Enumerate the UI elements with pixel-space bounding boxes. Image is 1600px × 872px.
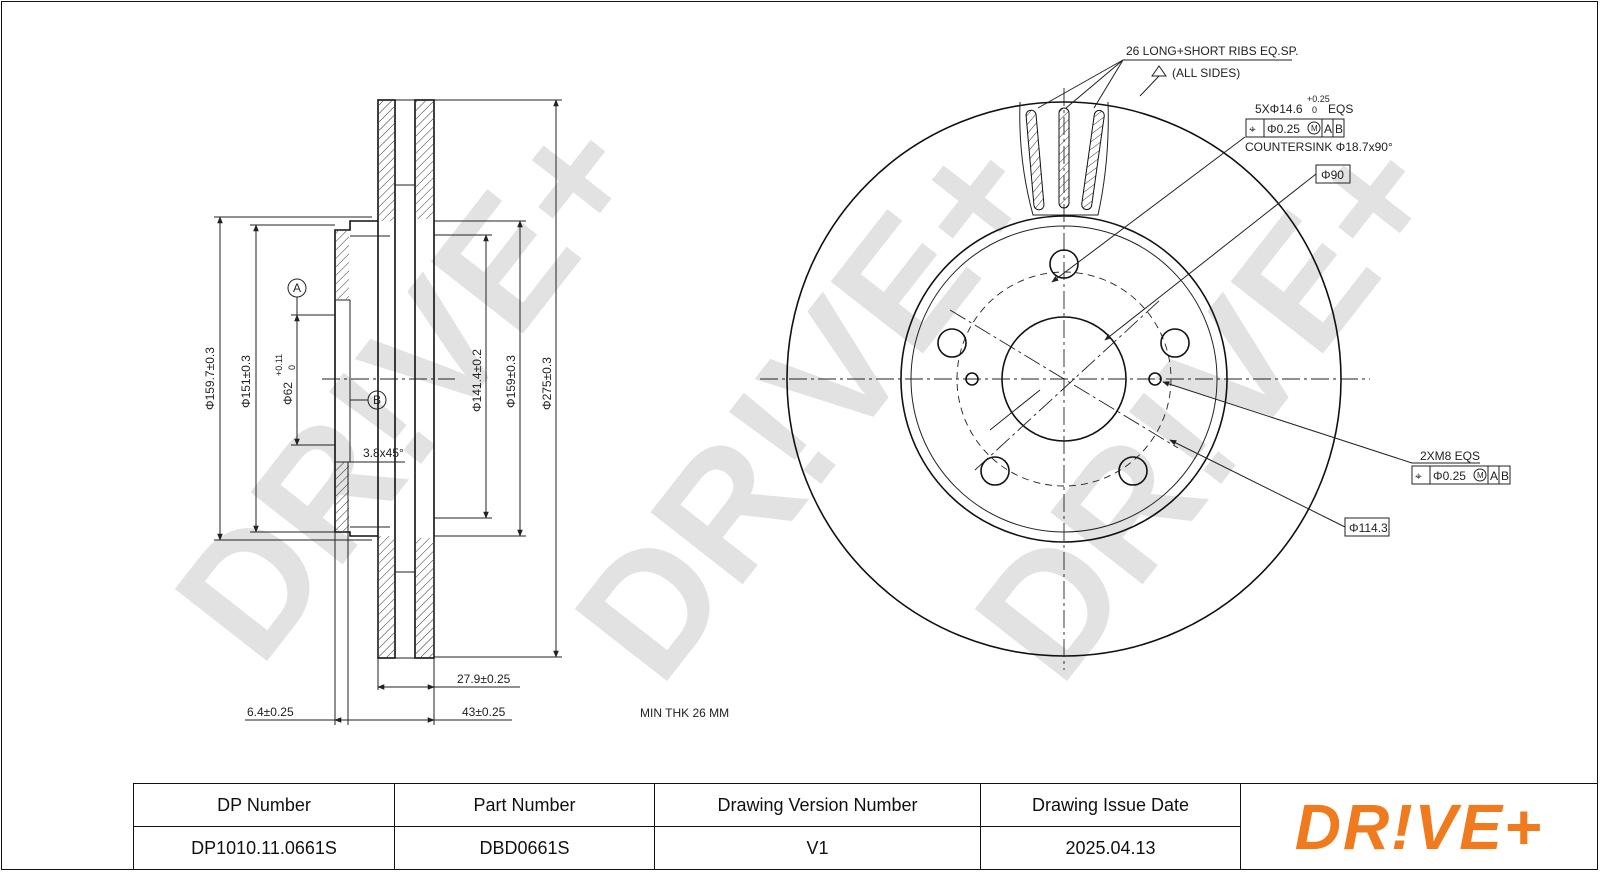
rib-slot-3 (1081, 109, 1105, 211)
dim-151-label: Φ151±0.3 (239, 355, 253, 408)
dp-number-header: DP Number (134, 784, 394, 827)
rib-slot-1 (1025, 109, 1045, 211)
dim-62-tol-upper: +0.11 (274, 354, 284, 376)
fcf1-box (1245, 118, 1345, 138)
datum-a-label: A (293, 281, 301, 295)
ribs-leader-3 (1093, 59, 1124, 109)
bolt-hole-2 (937, 328, 967, 358)
bolt-hole-5 (1118, 456, 1148, 486)
fcf2-position-symbol: ⌖ (1415, 469, 1422, 483)
dim-62-label: Φ62 (281, 382, 295, 405)
holes-tol-lower: 0 (1312, 105, 1317, 115)
rib-cutaway-outline (1019, 101, 1109, 216)
drawing-version-value: V1 (806, 837, 829, 858)
ribs-leader-2 (1065, 59, 1124, 109)
fcf2-box (1411, 465, 1511, 485)
dim-141-4-label: Φ141.4±0.2 (470, 349, 484, 412)
bolt-hole-1 (1049, 249, 1079, 279)
all-sides-symbol (1151, 65, 1167, 77)
d90-label: Φ90 (1321, 168, 1344, 182)
drawing-version-header: Drawing Version Number (655, 784, 980, 827)
dim-159-7-label: Φ159.7±0.3 (203, 347, 217, 410)
front-view: 26 LONG+SHORT RIBS EQ.SP. (ALL SIDES) 5X… (760, 44, 1511, 670)
bolt-hole-4 (980, 456, 1010, 486)
part-number-value: DBD0661S (479, 837, 570, 858)
fcf1-tolerance: Φ0.25 (1267, 122, 1300, 136)
front-center-line-diag2 (974, 299, 1161, 471)
front-center-line-diag1 (949, 309, 1179, 449)
fcf2-tolerance: Φ0.25 (1433, 469, 1466, 483)
pcd-leader (1169, 439, 1346, 528)
watermark-group: DR!VE+ DR!VE+ DR!VE+ (139, 81, 1475, 713)
holes-spec: 5XΦ14.6 (1255, 102, 1303, 116)
min-thickness-note: MIN THK 26 MM (640, 706, 729, 720)
fcf2-mmc-circle (1473, 468, 1487, 482)
side-section-view: Φ159.7±0.3 Φ151±0.3 Φ62 +0.11 0 Φ141.4±0… (203, 99, 562, 725)
brand-logo: DR!VE+ (1294, 790, 1544, 863)
inner-plate-hatch-top (416, 101, 433, 219)
issue-date-column: Drawing Issue Date 2025.04.13 (981, 784, 1241, 869)
fcf1-datum-b: B (1335, 122, 1343, 136)
thread-note: 2XM8 EQS (1420, 449, 1480, 463)
fcf2-mmc: M (1477, 471, 1484, 480)
issue-date-header: Drawing Issue Date (981, 784, 1240, 827)
logo-cell: DR!VE+ (1241, 784, 1597, 869)
feature-control-frame-1: ⌖ Φ0.25 M A B (1245, 118, 1345, 138)
issue-date-value: 2025.04.13 (1065, 837, 1156, 858)
holes-leader (1051, 136, 1246, 283)
dim-275-label: Φ275±0.3 (540, 357, 554, 410)
outer-plate-hatch-bottom (379, 536, 394, 657)
fcf1-datum-a: A (1324, 122, 1332, 136)
threaded-hole-2 (1148, 372, 1162, 386)
fcf2-datum-b: B (1501, 469, 1509, 483)
rib-slot-2 (1058, 107, 1070, 209)
d90-leader-1 (1104, 173, 1317, 341)
inner-plate-hatch-bottom (416, 538, 433, 657)
holes-tol-upper: +0.25 (1307, 94, 1330, 104)
dp-number-value: DP1010.11.0661S (191, 837, 337, 858)
part-number-column: Part Number DBD0661S (395, 784, 655, 869)
drawing-version-column: Drawing Version Number V1 (655, 784, 981, 869)
fcf1-mmc: M (1311, 124, 1318, 133)
feature-control-frame-2: ⌖ Φ0.25 M A B (1411, 465, 1511, 485)
countersink-note: COUNTERSINK Φ18.7x90° (1245, 140, 1393, 154)
outer-plate-hatch-top (379, 101, 394, 221)
dim-159-label: Φ159±0.3 (504, 355, 518, 408)
dim-27-9-label: 27.9±0.25 (457, 672, 511, 686)
hat-section (334, 220, 378, 537)
dp-number-column: DP Number DP1010.11.0661S (134, 784, 395, 869)
chamfer-label: 3.8x45° (363, 446, 404, 460)
threaded-hole-1 (965, 372, 979, 386)
datum-b-label: B (373, 393, 381, 407)
dim-62-tol-lower: 0 (287, 365, 297, 370)
part-number-header: Part Number (395, 784, 654, 827)
dim-6-4-label: 6.4±0.25 (247, 705, 294, 719)
pcd-label: Φ114.3 (1349, 521, 1388, 535)
all-sides-label: (ALL SIDES) (1172, 66, 1240, 80)
all-sides-leader (1139, 75, 1160, 97)
hat-hatch-bottom (336, 462, 349, 531)
fcf1-position-symbol: ⌖ (1249, 122, 1256, 136)
ribs-note: 26 LONG+SHORT RIBS EQ.SP. (1126, 44, 1298, 58)
ribs-leader-1 (1037, 59, 1124, 109)
bolt-hole-3 (1160, 328, 1190, 358)
fcf1-mmc-circle (1307, 121, 1321, 135)
thread-leader (1162, 381, 1413, 464)
title-block: DP Number DP1010.11.0661S Part Number DB… (133, 783, 1598, 870)
d90-leader-2 (989, 389, 1041, 431)
fcf2-datum-a: A (1490, 469, 1498, 483)
hat-hatch-top (336, 231, 349, 299)
vent-rib-lines (395, 99, 415, 659)
holes-eqs: EQS (1328, 102, 1353, 116)
dim-43-label: 43±0.25 (462, 705, 506, 719)
